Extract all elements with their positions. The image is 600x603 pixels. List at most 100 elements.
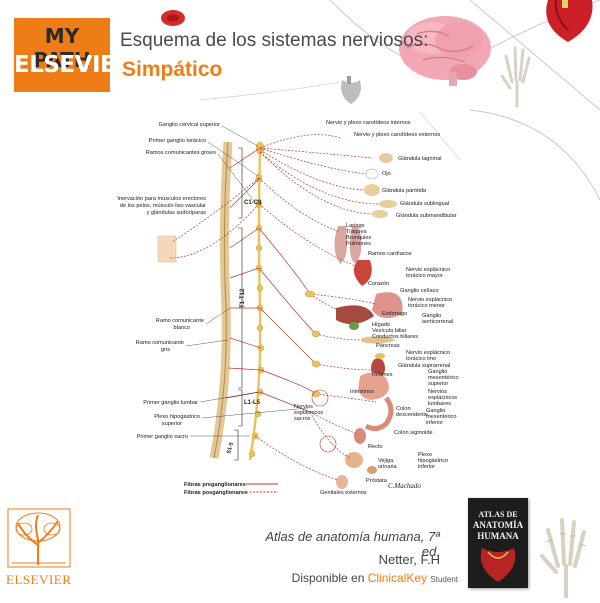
spinal-cord (209, 141, 233, 459)
label-least-splanchnic-line-2: torácico imo (406, 356, 436, 362)
label-bronchi: Bronquios (346, 235, 371, 241)
book-author: Netter, F.H (378, 552, 440, 567)
skeleton-hand-icon (500, 42, 534, 108)
segment-brackets (234, 147, 243, 461)
label-inf-hypogastric-line-3: inferior (418, 464, 435, 470)
eye-shape (365, 168, 379, 180)
label-lesser-splanchnic-line-1: Nervio esplácnico (408, 297, 452, 303)
label-aorticorenal-line-2: aorticorrenal (422, 319, 453, 325)
submandibular-shape (372, 210, 388, 218)
book-cover-image: ATLAS DE ANATOMÍA HUMANA (468, 498, 528, 588)
bladder-shape (345, 452, 363, 468)
gallbladder-shape (349, 322, 359, 330)
label-sup-mesenteric-line-3: superior (428, 381, 448, 387)
label-descending-colon-line-2: descendente (396, 412, 428, 418)
brand-line-2: ELSEVIER (14, 52, 133, 78)
rectum-shape (354, 428, 366, 444)
label-sacral-splanchnic-line-1: Nervios (294, 404, 313, 410)
label-intestines: Intestinos (350, 389, 374, 395)
label-lumbar-splanchnic-line-1: Nervios (428, 389, 447, 395)
clinicalkey-link[interactable]: ClinicalKey (367, 571, 428, 585)
label-lungs: Pulmones (346, 241, 371, 247)
label-liver: Hígado (372, 322, 390, 328)
genitals-shape (336, 475, 348, 489)
liver-shape (336, 305, 374, 325)
label-first-lumbar-ganglion: Primer ganglio lumbar (143, 400, 198, 406)
page-subtitle: Simpático (122, 58, 223, 81)
label-pancreas: Páncreas (376, 343, 400, 349)
label-heart: Corazón (368, 281, 389, 287)
lungs-shape (334, 226, 362, 264)
prostate-shape (367, 466, 377, 474)
label-rectum: Recto (368, 444, 383, 450)
label-sacral-splanchnic-line-2: esplácnicos (294, 410, 323, 416)
label-innervation-line-3: y glándulas sudoríparas (147, 210, 207, 216)
cover-heart-illustration (480, 548, 516, 582)
label-bladder-line-2: urinaria (378, 464, 398, 470)
skeleton-hand-large-icon (538, 512, 594, 600)
label-innervation-line-1: Inervación para músculos erectores (117, 196, 206, 202)
lacrimal-gland-shape (379, 153, 393, 163)
label-lumbar-splanchnic-line-2: esplácnicos (428, 395, 457, 401)
label-sublingual-gland: Glándula sublingual (400, 201, 449, 207)
label-greater-splanchnic-line-2: torácico mayor (406, 273, 443, 279)
label-larynx: Laringe (346, 223, 365, 229)
label-adrenal-gland: Glándula suprarrenal (398, 363, 450, 369)
prevertebral-ganglia (304, 290, 337, 453)
red-blood-cell-icon (158, 8, 188, 28)
left-leader-lines (185, 125, 309, 437)
brain-icon (393, 10, 493, 88)
label-sup-mesenteric-line-1: Ganglio (428, 369, 447, 375)
label-superior-cervical-ganglion: Ganglio cervical superior (158, 122, 220, 128)
label-white-ramus-line-1: Ramo comunicante (156, 318, 204, 324)
label-inf-mesenteric-line-2: mesentérico (426, 414, 456, 420)
legend-post-label: Fibras posganglionares (184, 490, 247, 496)
organ-illustrations (157, 153, 403, 489)
brand-line-1: MY PATH (33, 24, 91, 72)
cover-title-line-3: HUMANA (477, 531, 519, 541)
label-inf-hypogastric-line-1: Plexo (418, 452, 432, 458)
label-submandibular-gland: Glándula submandibular (396, 213, 457, 219)
label-internal-carotid: Nervio y plexo carotídeos internos (326, 120, 411, 126)
segment-label-sacral: S1-5 (226, 442, 235, 455)
label-lacrimal-gland: Glándula lagrimal (398, 156, 442, 162)
label-aorticorenal-line-1: Ganglio (422, 313, 441, 319)
label-gray-ramus-line-2: gris (161, 347, 170, 353)
book-title: Atlas de anatomía humana, 7ª ed. (265, 529, 440, 559)
elsevier-wordmark: ELSEVIER (6, 572, 72, 587)
intestines-shape (358, 372, 389, 400)
label-cardiac-rami: Ramos cardíacos (368, 251, 412, 257)
label-eye: Ojo (382, 171, 391, 177)
label-superior-hypogastric-line-1: Plexo hipogástrico (154, 414, 200, 420)
label-kidneys: Riñones (372, 372, 393, 378)
label-least-splanchnic-line-1: Nervio esplácnico (406, 350, 450, 356)
elsevier-tree-logo (4, 505, 74, 593)
label-inf-hypogastric-line-2: hipogástrico (418, 458, 448, 464)
label-celiac-ganglion: Ganglio celíaco (400, 288, 439, 294)
label-parotid-gland: Glándula parótida (382, 188, 427, 194)
skin-sample-shape (157, 235, 177, 263)
adrenal-shape (375, 353, 385, 359)
label-sup-mesenteric-line-2: mesentérico (428, 375, 458, 381)
segment-label-cervical: C1-C8 (244, 200, 262, 206)
parotid-shape (364, 184, 380, 196)
label-stomach: Estómago (382, 311, 407, 317)
label-prostate: Próstata (366, 478, 388, 484)
label-first-thoracic-ganglion: Primer ganglio torácico (149, 138, 206, 144)
page-title: Esquema de los sistemas nerviosos: (120, 30, 429, 51)
label-external-genitalia: Genitales externos (320, 490, 367, 496)
label-inf-mesenteric-line-1: Ganglio (426, 408, 445, 414)
label-trachea: Tráquea (346, 229, 368, 235)
small-heart-icon (338, 76, 364, 106)
heart-icon (538, 0, 600, 46)
cover-title-line-2: ANATOMÍA (472, 520, 524, 530)
label-white-ramus-line-2: blanco (174, 325, 190, 331)
pancreas-shape (362, 336, 396, 344)
heart-organ-shape (353, 260, 372, 286)
label-first-sacral-ganglion: Primer ganglio sacro (137, 434, 188, 440)
stomach-shape (372, 292, 403, 319)
sympathetic-nervous-system-diagram: C1-C8 T1-T12 L1-L5 S1-5 Ganglio cervical… (117, 120, 458, 496)
label-innervation-line-2: de los pelos, músculo liso vascular (120, 203, 206, 209)
segment-label-thoracic: T1-T12 (240, 288, 246, 308)
cover-title-line-1: ATLAS DE (478, 510, 518, 519)
